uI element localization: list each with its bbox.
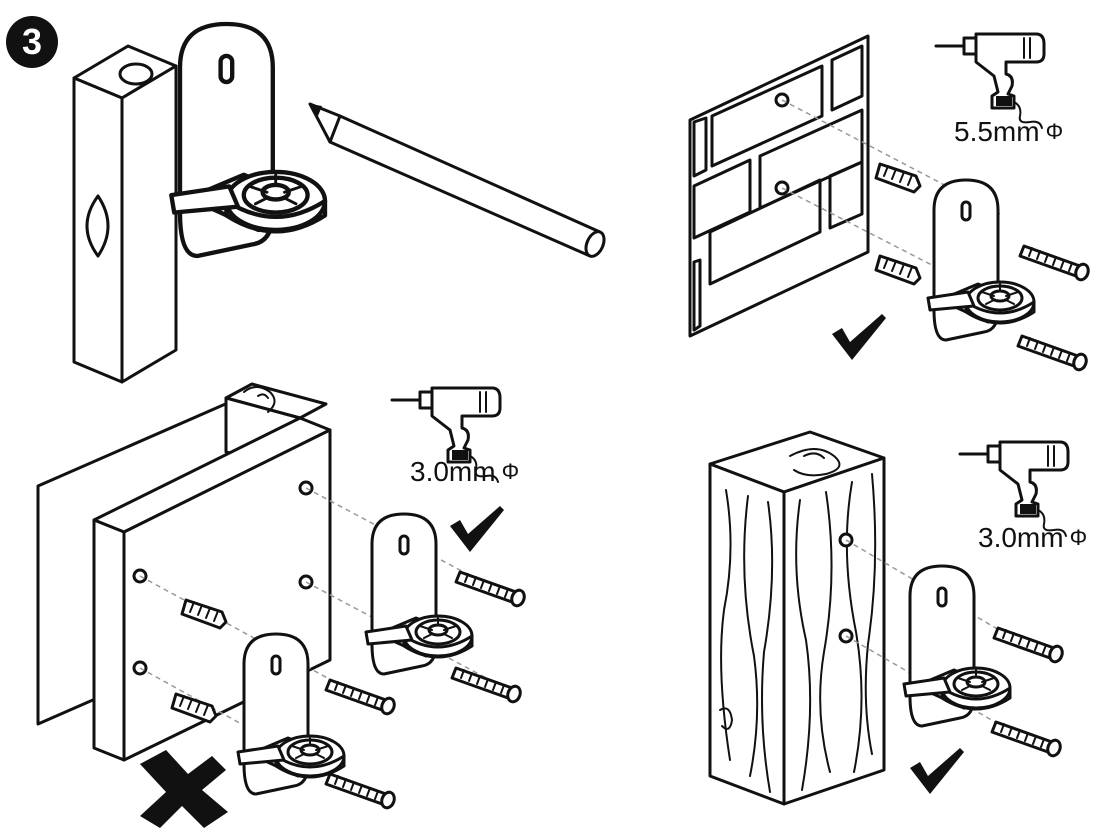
wood-post: [708, 430, 886, 806]
drill-size: 5.5mm: [954, 116, 1040, 147]
bracket-icon: [364, 512, 474, 676]
mark-position-panel: [72, 24, 606, 384]
check-icon: [910, 748, 964, 794]
drill-icon: [934, 32, 1046, 130]
step-number-badge: 3: [6, 16, 58, 68]
diameter-symbol: Φ: [1069, 525, 1088, 550]
bracket-icon: [902, 564, 1012, 728]
bracket-icon: [926, 178, 1036, 342]
diameter-symbol: Φ: [1045, 119, 1064, 144]
spirit-level-icon: [72, 44, 178, 384]
drill-size: 3.0mm: [410, 456, 496, 487]
check-icon: [450, 506, 504, 552]
wood-post-panel: [708, 430, 1070, 806]
brick-wall: [688, 34, 870, 338]
pencil-icon: [308, 102, 606, 258]
check-icon: [832, 314, 886, 360]
screw-icon: [450, 666, 524, 706]
brick-wall-panel: [688, 32, 1092, 374]
screw-icon: [324, 678, 398, 718]
screw-icon: [1018, 244, 1092, 284]
screw-icon: [1016, 334, 1090, 374]
hollow-wall-panel: [36, 382, 528, 828]
bracket-icon: [171, 24, 325, 256]
diameter-symbol: Φ: [501, 459, 520, 484]
screw-icon: [992, 626, 1066, 666]
screw-icon: [454, 570, 528, 610]
cross-icon: [140, 750, 228, 828]
screw-icon: [324, 772, 398, 812]
wall-plug-icon: [874, 254, 922, 286]
screw-icon: [990, 720, 1064, 760]
drill-size: 3.0mm: [978, 522, 1064, 553]
